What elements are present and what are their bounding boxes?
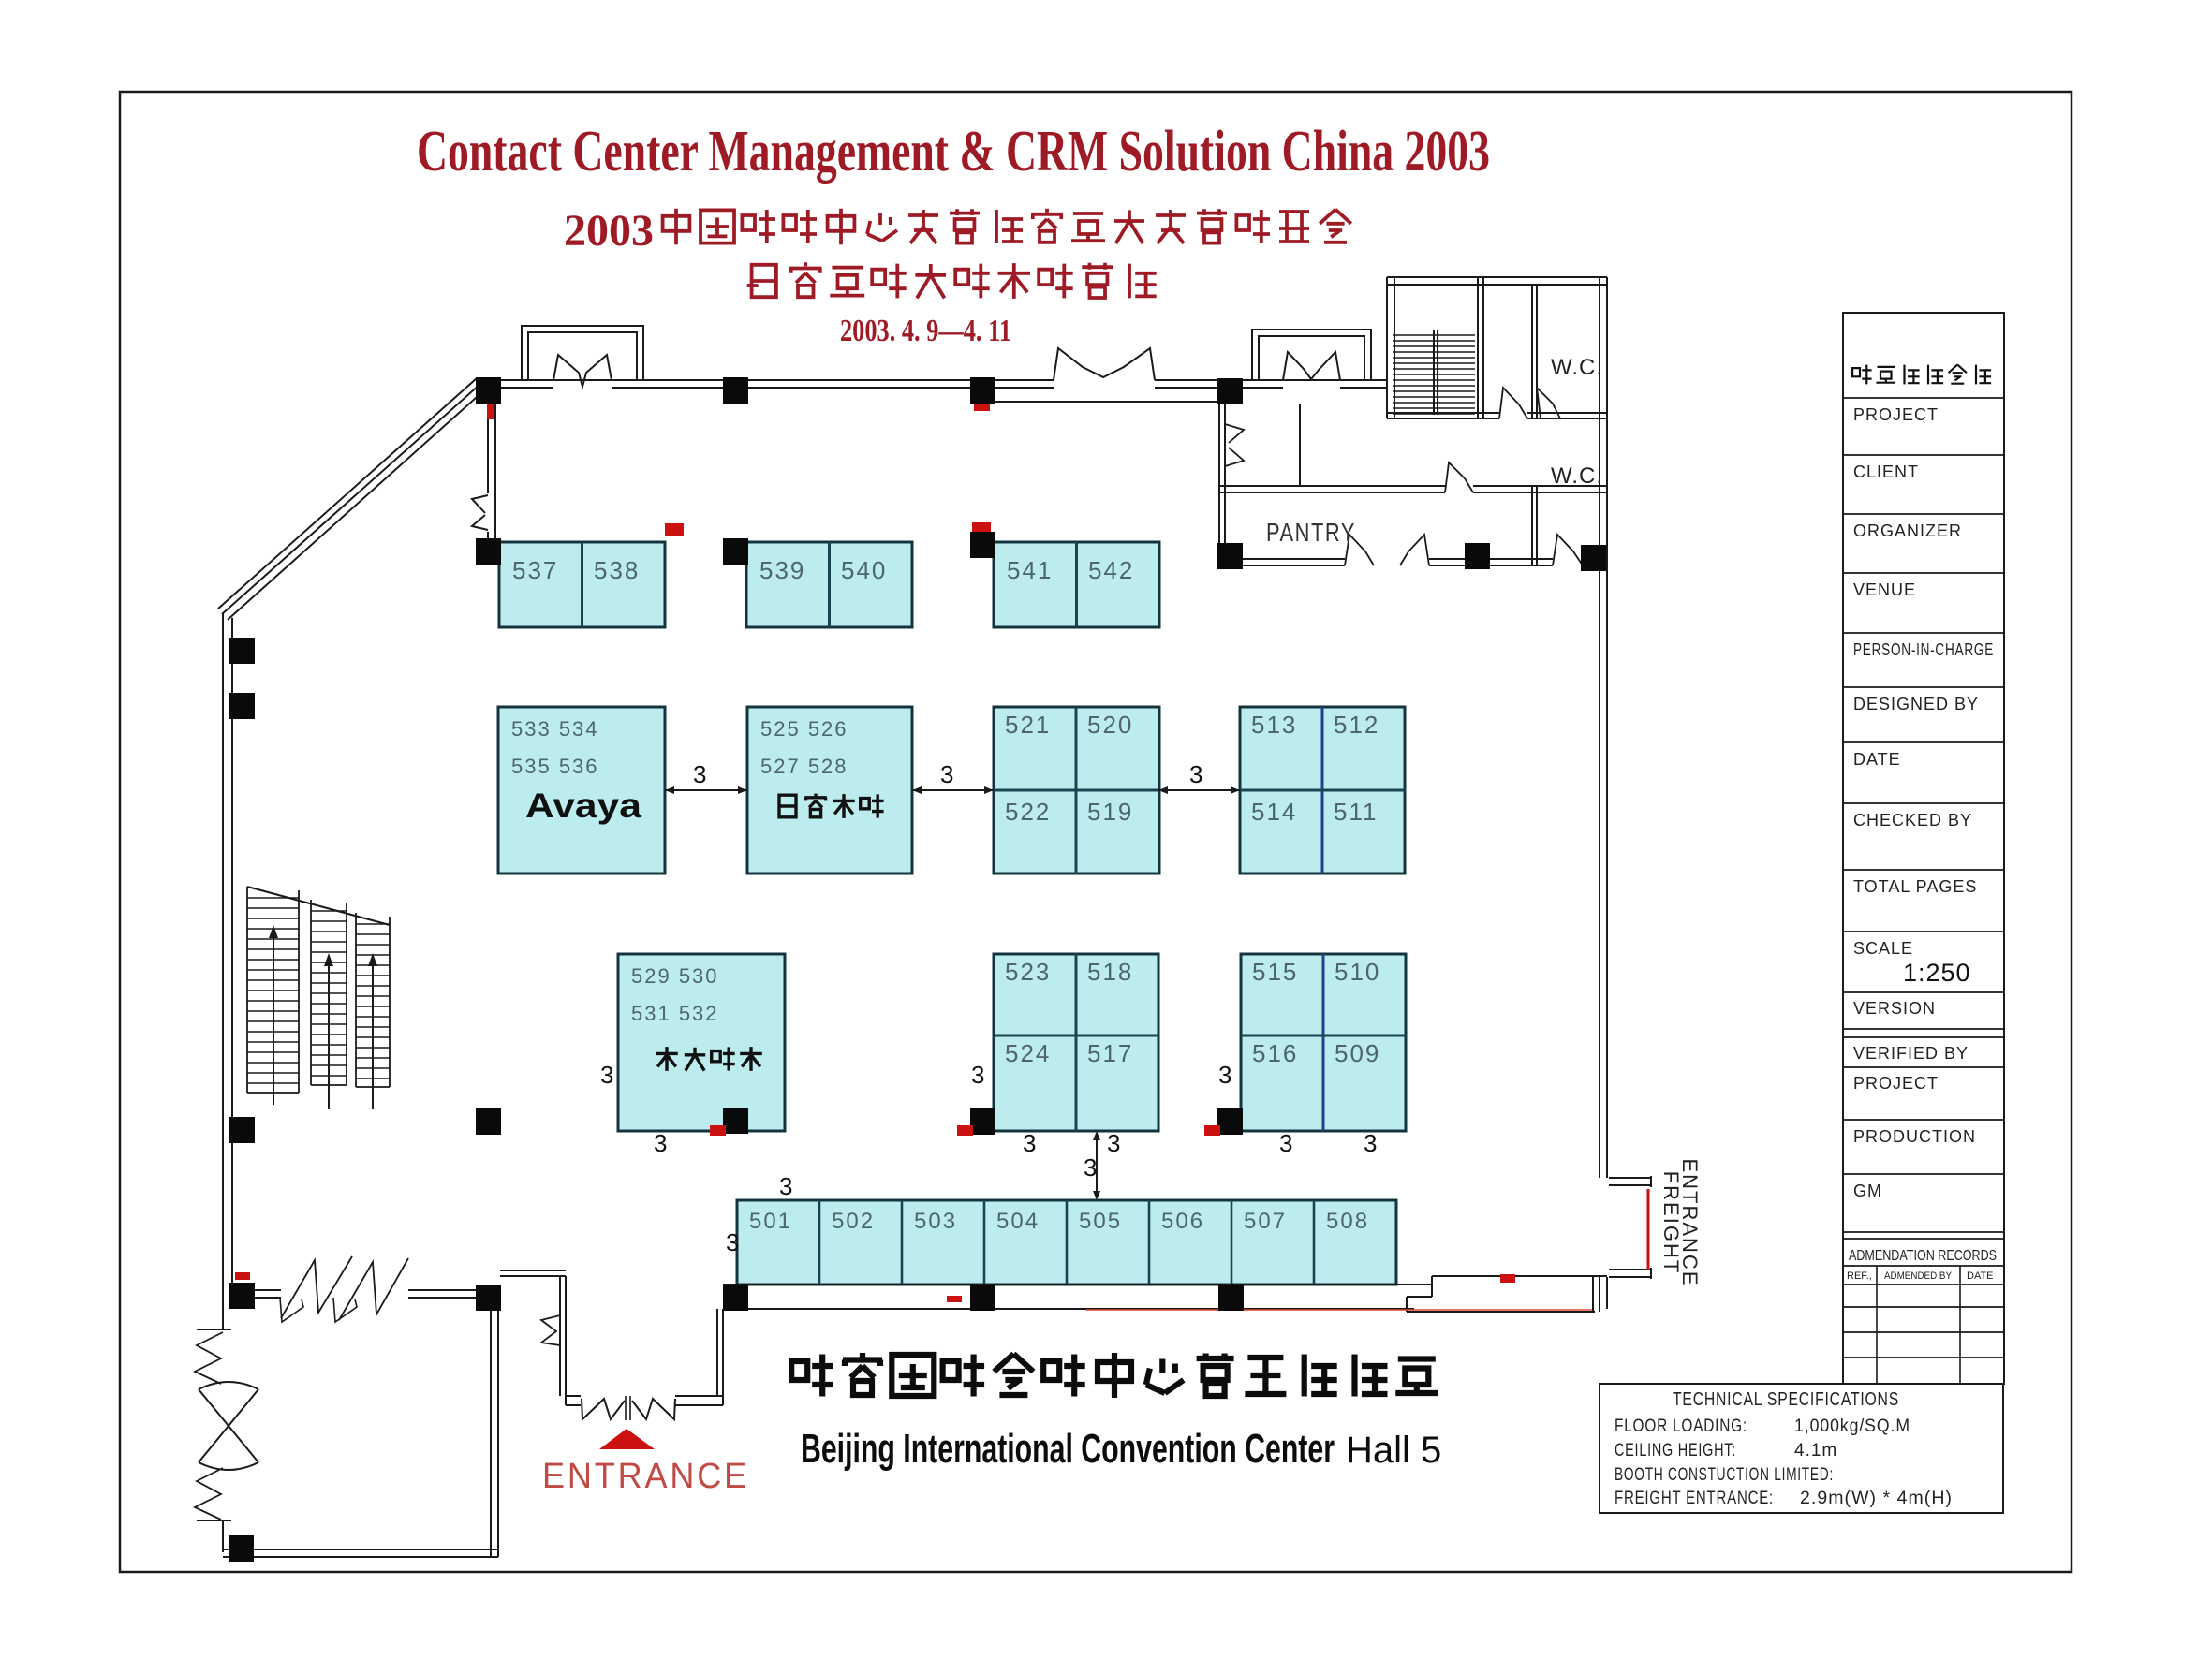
svg-text:FREIGHT ENTRANCE:: FREIGHT ENTRANCE: bbox=[1615, 1489, 1774, 1508]
svg-text:3: 3 bbox=[693, 760, 706, 788]
svg-text:FREIGHT: FREIGHT bbox=[1659, 1171, 1683, 1275]
svg-text:531 532: 531 532 bbox=[631, 1002, 719, 1025]
svg-text:ENTRANCE: ENTRANCE bbox=[1678, 1158, 1702, 1286]
svg-text:540: 540 bbox=[841, 556, 887, 584]
svg-text:BOOTH CONSTUCTION LIMITED:: BOOTH CONSTUCTION LIMITED: bbox=[1615, 1465, 1834, 1485]
svg-text:502: 502 bbox=[832, 1209, 875, 1234]
svg-text:525 526: 525 526 bbox=[760, 717, 848, 741]
svg-text:535 536: 535 536 bbox=[511, 755, 599, 778]
svg-text:W.C.: W.C. bbox=[1551, 463, 1603, 489]
svg-text:PRODUCTION: PRODUCTION bbox=[1853, 1127, 1976, 1146]
svg-text:ORGANIZER: ORGANIZER bbox=[1853, 521, 1962, 540]
svg-text:520: 520 bbox=[1087, 711, 1133, 739]
svg-text:Avaya: Avaya bbox=[525, 786, 641, 825]
svg-text:2003. 4. 9—4. 11: 2003. 4. 9—4. 11 bbox=[840, 314, 1011, 348]
svg-text:CLIENT: CLIENT bbox=[1853, 462, 1919, 481]
svg-text:3: 3 bbox=[971, 1061, 984, 1089]
svg-text:1:250: 1:250 bbox=[1903, 959, 1971, 987]
svg-text:2003: 2003 bbox=[564, 206, 654, 256]
svg-text:VERSION: VERSION bbox=[1853, 999, 1936, 1018]
svg-text:516: 516 bbox=[1252, 1039, 1298, 1067]
svg-text:DESIGNED BY: DESIGNED BY bbox=[1853, 695, 1979, 713]
svg-text:GM: GM bbox=[1853, 1182, 1882, 1200]
svg-text:512: 512 bbox=[1334, 711, 1379, 739]
svg-text:ADMENDATION RECORDS: ADMENDATION RECORDS bbox=[1849, 1248, 1997, 1264]
svg-text:Beijing International Conventi: Beijing International Convention Center bbox=[801, 1426, 1335, 1472]
svg-text:513: 513 bbox=[1251, 711, 1297, 739]
svg-text:3: 3 bbox=[1107, 1129, 1120, 1157]
svg-text:CHECKED BY: CHECKED BY bbox=[1853, 811, 1972, 830]
svg-text:529 530: 529 530 bbox=[631, 964, 719, 988]
svg-text:527 528: 527 528 bbox=[760, 755, 848, 778]
svg-text:537: 537 bbox=[512, 556, 558, 584]
svg-text:PROJECT: PROJECT bbox=[1853, 405, 1939, 424]
svg-text:PANTRY: PANTRY bbox=[1266, 518, 1356, 547]
svg-text:ADMENDED BY: ADMENDED BY bbox=[1884, 1270, 1953, 1282]
svg-text:3: 3 bbox=[726, 1228, 739, 1256]
svg-text:533 534: 533 534 bbox=[511, 717, 599, 741]
svg-text:4.1m: 4.1m bbox=[1794, 1441, 1837, 1461]
svg-text:541: 541 bbox=[1007, 556, 1053, 584]
svg-text:TECHNICAL SPECIFICATIONS: TECHNICAL SPECIFICATIONS bbox=[1673, 1389, 1899, 1410]
svg-text:FLOOR LOADING:: FLOOR LOADING: bbox=[1615, 1417, 1747, 1436]
svg-text:510: 510 bbox=[1335, 958, 1380, 986]
svg-text:CEILING HEIGHT:: CEILING HEIGHT: bbox=[1615, 1441, 1736, 1461]
svg-text:3: 3 bbox=[654, 1129, 667, 1157]
svg-text:Contact Center Management & CR: Contact Center Management & CRM Solution… bbox=[417, 120, 1490, 184]
svg-text:505: 505 bbox=[1079, 1209, 1122, 1234]
svg-text:511: 511 bbox=[1334, 798, 1378, 826]
svg-text:REF.,: REF., bbox=[1847, 1270, 1872, 1282]
svg-text:SCALE: SCALE bbox=[1853, 939, 1913, 958]
svg-text:3: 3 bbox=[1084, 1153, 1097, 1182]
svg-text:3: 3 bbox=[779, 1172, 792, 1200]
svg-text:3: 3 bbox=[1189, 760, 1202, 788]
svg-text:518: 518 bbox=[1087, 958, 1133, 986]
svg-text:3: 3 bbox=[600, 1061, 613, 1089]
svg-text:517: 517 bbox=[1087, 1039, 1133, 1067]
svg-text:2.9m(W) * 4m(H): 2.9m(W) * 4m(H) bbox=[1800, 1489, 1953, 1508]
svg-text:Hall 5: Hall 5 bbox=[1346, 1430, 1441, 1471]
svg-text:504: 504 bbox=[996, 1209, 1040, 1234]
svg-text:542: 542 bbox=[1088, 556, 1134, 584]
svg-text:TOTAL PAGES: TOTAL PAGES bbox=[1853, 877, 1977, 896]
svg-text:508: 508 bbox=[1326, 1209, 1369, 1234]
svg-text:523: 523 bbox=[1005, 958, 1051, 986]
svg-text:522: 522 bbox=[1005, 798, 1051, 826]
svg-text:519: 519 bbox=[1087, 798, 1133, 826]
svg-text:ENTRANCE: ENTRANCE bbox=[542, 1457, 749, 1496]
svg-text:3: 3 bbox=[1023, 1129, 1036, 1157]
svg-text:3: 3 bbox=[940, 760, 953, 788]
svg-text:514: 514 bbox=[1251, 798, 1297, 826]
svg-text:506: 506 bbox=[1161, 1209, 1204, 1234]
svg-text:PROJECT: PROJECT bbox=[1853, 1074, 1939, 1093]
svg-text:515: 515 bbox=[1252, 958, 1298, 986]
svg-text:DATE: DATE bbox=[1967, 1270, 1994, 1282]
svg-text:VERIFIED BY: VERIFIED BY bbox=[1853, 1044, 1969, 1063]
svg-text:3: 3 bbox=[1218, 1061, 1231, 1089]
svg-text:W.C.: W.C. bbox=[1551, 355, 1603, 380]
svg-text:524: 524 bbox=[1005, 1039, 1051, 1067]
svg-text:501: 501 bbox=[749, 1209, 792, 1234]
svg-text:3: 3 bbox=[1364, 1129, 1377, 1157]
svg-text:DATE: DATE bbox=[1853, 750, 1901, 769]
svg-text:1,000kg/SQ.M: 1,000kg/SQ.M bbox=[1794, 1417, 1910, 1436]
svg-text:539: 539 bbox=[759, 556, 805, 584]
svg-text:503: 503 bbox=[914, 1209, 957, 1234]
svg-text:3: 3 bbox=[1279, 1129, 1292, 1157]
svg-text:507: 507 bbox=[1244, 1209, 1287, 1234]
svg-text:509: 509 bbox=[1335, 1039, 1380, 1067]
svg-text:PERSON-IN-CHARGE: PERSON-IN-CHARGE bbox=[1853, 640, 1994, 659]
svg-text:521: 521 bbox=[1005, 711, 1051, 739]
svg-text:538: 538 bbox=[594, 556, 640, 584]
svg-text:VENUE: VENUE bbox=[1853, 580, 1916, 599]
